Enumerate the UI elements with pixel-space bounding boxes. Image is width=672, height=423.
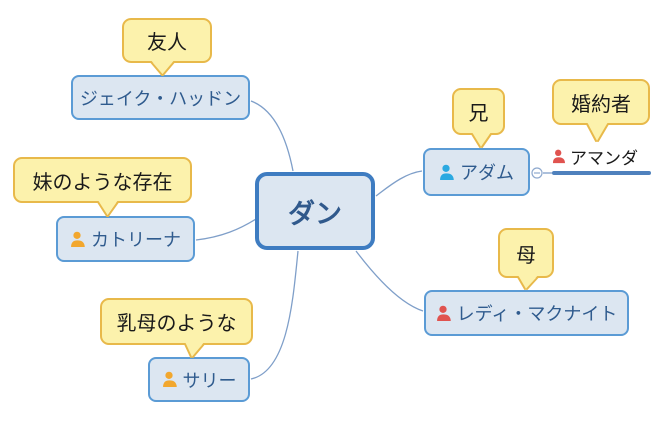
connector-dan-adam (375, 170, 423, 197)
callout-like-nurse[interactable]: 乳母のような (100, 298, 253, 345)
node-amanda-label: アマンダ (570, 148, 638, 168)
connector-dan-lady (355, 250, 424, 312)
node-adam[interactable]: アダム (423, 148, 530, 196)
callout-fiancee[interactable]: 婚約者 (552, 79, 650, 125)
person-icon (552, 149, 566, 163)
callout-friend-label: 友人 (147, 32, 187, 54)
callout-like-sister-label: 妹のような存在 (32, 171, 173, 194)
node-dan-central-topic[interactable]: ダン (255, 172, 375, 250)
callout-fiancee-label: 婚約者 (571, 93, 631, 116)
node-jake-haddon-label: ジェイク・ハッドン (79, 88, 242, 109)
node-sally[interactable]: サリー (148, 357, 250, 402)
callout-older-brother-label: 兄 (468, 103, 489, 125)
node-katrina-label: カトリーナ (91, 230, 181, 250)
node-dan-label: ダン (288, 198, 342, 229)
connector-jake-dan (250, 100, 294, 172)
node-sally-label: サリー (182, 370, 237, 391)
person-icon (71, 231, 85, 247)
collapse-toggle-icon[interactable] (531, 167, 543, 179)
callout-older-brother[interactable]: 兄 (452, 88, 505, 135)
callout-mother[interactable]: 母 (498, 228, 554, 278)
person-icon (162, 371, 177, 387)
node-lady-macknight-label: レディ・マクナイト (456, 304, 618, 324)
node-katrina[interactable]: カトリーナ (56, 216, 195, 262)
node-jake-haddon[interactable]: ジェイク・ハッドン (71, 75, 250, 120)
callout-like-nurse-label: 乳母のような (116, 313, 237, 335)
callout-friend[interactable]: 友人 (122, 18, 212, 63)
node-lady-macknight[interactable]: レディ・マクナイト (424, 290, 629, 336)
person-icon (440, 164, 454, 180)
callout-like-sister[interactable]: 妹のような存在 (13, 157, 192, 203)
node-adam-label: アダム (460, 163, 514, 183)
connector-katrina-dan (195, 218, 257, 241)
node-amanda[interactable]: アマンダ (552, 142, 650, 170)
connector-sally-dan (250, 250, 299, 380)
callout-mother-label: 母 (516, 244, 536, 267)
person-icon (436, 305, 451, 321)
